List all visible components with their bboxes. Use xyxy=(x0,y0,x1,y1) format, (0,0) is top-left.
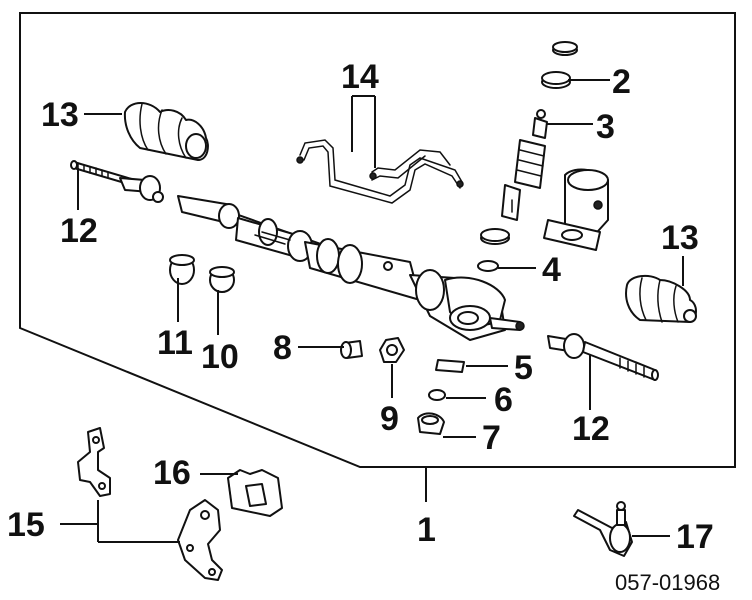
tie-rod-end-part xyxy=(573,501,633,557)
callout-10: 10 xyxy=(201,338,239,376)
clamp-16-lower-part xyxy=(177,499,223,581)
plug-8-part xyxy=(340,340,363,359)
tie-rod-left-part xyxy=(70,160,164,203)
bushing-10-part xyxy=(209,266,235,293)
callout-4: 4 xyxy=(542,251,561,289)
leader-lines xyxy=(60,79,684,543)
callout-3: 3 xyxy=(596,108,615,146)
callout-11: 11 xyxy=(157,324,193,362)
ring-5-part xyxy=(435,359,465,373)
fluid-pipes-part xyxy=(296,139,464,204)
ring-6-part xyxy=(428,389,446,401)
boot-right-part xyxy=(625,274,697,323)
callout-1: 1 xyxy=(417,511,436,549)
callout-16: 15 xyxy=(7,506,45,544)
nut-9-part xyxy=(379,337,405,363)
boot-left-part xyxy=(123,102,209,161)
tie-rod-right-part xyxy=(547,333,659,381)
pinion-valve-part xyxy=(501,109,548,221)
assembly-frame xyxy=(19,12,736,468)
callout-14: 14 xyxy=(341,58,379,96)
callout-12-right: 12 xyxy=(572,410,610,448)
callout-7: 7 xyxy=(482,419,501,457)
valve-housing-part xyxy=(543,168,609,251)
callout-5: 5 xyxy=(514,349,533,387)
callout-13-right: 13 xyxy=(661,219,699,257)
seal-2-part xyxy=(541,41,578,89)
callout-15: 17 xyxy=(676,518,714,556)
callout-17: 16 xyxy=(153,454,191,492)
rack-housing-part xyxy=(177,195,525,341)
clamp-16-upper-part xyxy=(77,427,111,497)
callout-8: 8 xyxy=(273,329,292,367)
bracket-17-part xyxy=(227,469,283,517)
part-code: 057-01968 xyxy=(615,570,720,595)
callout-6: 6 xyxy=(494,381,513,419)
callout-12-left: 12 xyxy=(60,212,98,250)
ring-4-part xyxy=(477,228,510,272)
callout-9: 9 xyxy=(380,400,399,438)
cap-7-part xyxy=(417,412,445,435)
callout-13-left: 13 xyxy=(41,96,79,134)
bushing-11-part xyxy=(169,254,195,285)
callout-2: 2 xyxy=(612,63,631,101)
